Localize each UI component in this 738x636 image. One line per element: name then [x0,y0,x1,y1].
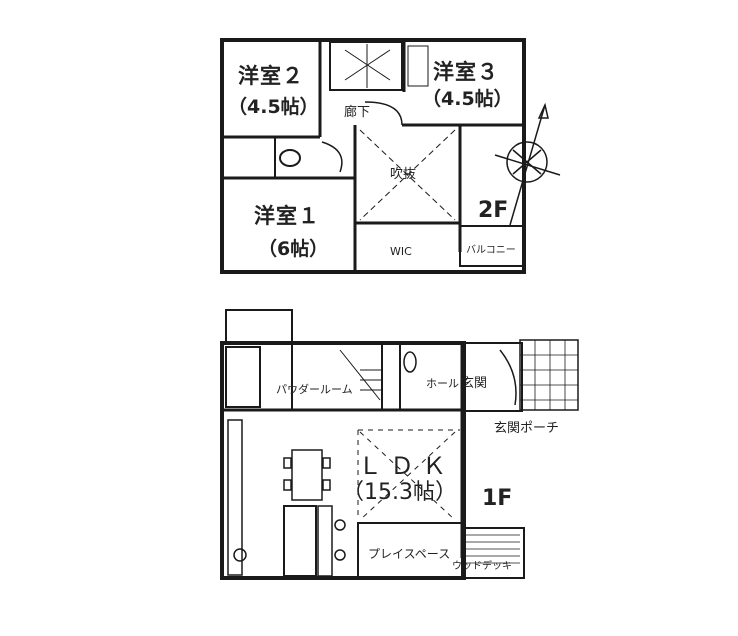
room-western-1-name: 洋室１ [254,204,320,228]
room-western-3-size: （4.5帖） [422,88,513,110]
room-western-2-size: （4.5帖） [228,96,319,118]
second-floor-walls [220,38,526,274]
hallway-label: 廊下 [344,105,371,120]
ldk-atrium-outline [357,429,460,521]
dining-table [291,449,323,501]
floor-label-1f: 1F [482,486,513,511]
room-western-2-name: 洋室２ [238,64,304,88]
porch-grid [520,340,578,410]
stairs-2f [344,44,429,88]
atrium-cross [359,129,456,221]
floor-label-2f: 2F [478,198,509,223]
hall-label: ホール [426,377,459,390]
atrium-label: 吹抜 [390,167,417,182]
entrance-porch-label: 玄関ポーチ [494,421,560,436]
stairs-1f [339,349,382,401]
room-western-3-name: 洋室３ [433,60,499,84]
ldk-size: （15.3帖） [342,480,457,505]
room-western-1-size: （6帖） [258,238,329,260]
play-space-label: プレイスペース [368,547,451,561]
entrance-label: 玄関 [461,376,488,391]
wic-label: WIC [390,245,412,258]
deck-hatch [466,534,520,564]
compass-icon [494,102,561,226]
ldk-name: ＬＤＫ [358,452,454,480]
first-floor-walls [220,309,579,580]
powder-room-label: パウダールーム [276,383,353,396]
wood-deck-label: ウッドデッキ [452,561,512,572]
balcony-label: バルコニー [466,245,516,256]
